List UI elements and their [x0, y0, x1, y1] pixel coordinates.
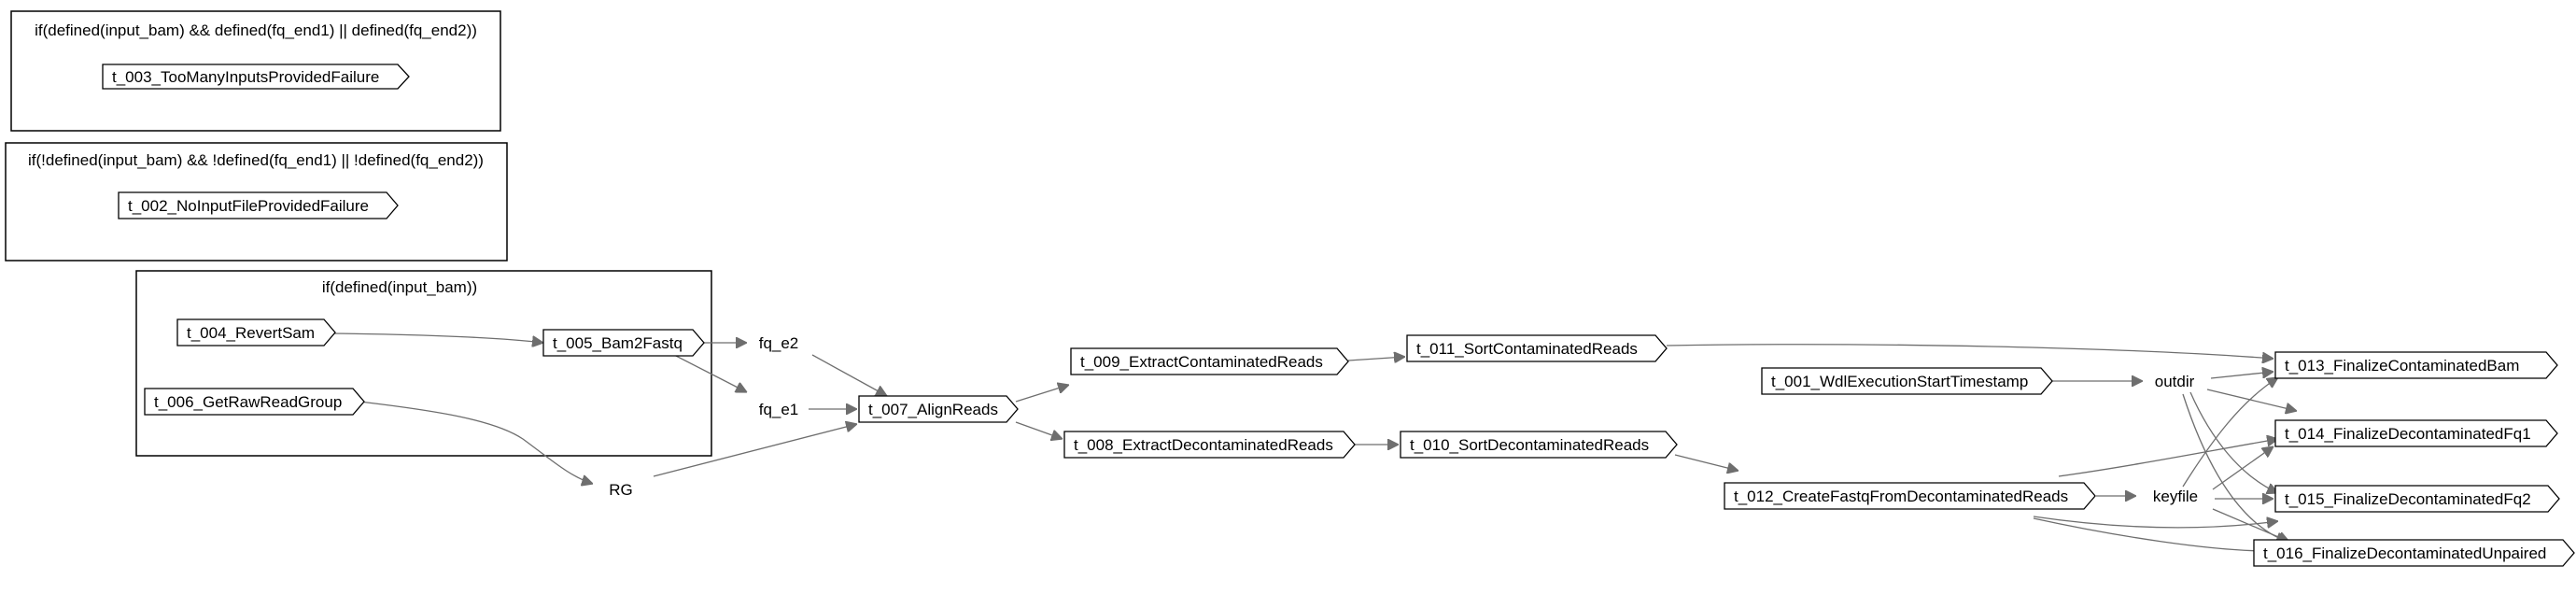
- task-node-t015: t_015_FinalizeDecontaminatedFq2: [2274, 485, 2560, 513]
- edge-extractcontaminated-sortcontaminated: [1347, 357, 1405, 361]
- task-node-t001: t_001_WdlExecutionStartTimestamp: [1761, 367, 2053, 395]
- task-node-t004: t_004_RevertSam: [176, 318, 336, 346]
- edge-alignreads-extractdecontaminated: [1015, 421, 1063, 439]
- task-node-t002-label: t_002_NoInputFileProvidedFailure: [128, 197, 369, 215]
- variable-fq-e2: fq_e2: [759, 334, 799, 352]
- cluster-too-many-inputs-label: if(defined(input_bam) && defined(fq_end1…: [35, 21, 477, 39]
- edge-keyfile-finalizecontaminatedbam: [2182, 377, 2278, 488]
- cluster-too-many-inputs: if(defined(input_bam) && defined(fq_end1…: [10, 10, 501, 132]
- variable-rg: RG: [609, 481, 633, 499]
- edge-fq-e2-alignreads: [811, 354, 887, 396]
- task-node-t012-label: t_012_CreateFastqFromDecontaminatedReads: [1734, 488, 2068, 505]
- edge-keyfile-finalizeunpaired: [2212, 508, 2289, 542]
- cluster-input-bam: if(defined(input_bam)): [135, 270, 712, 457]
- task-node-t006-label: t_006_GetRawReadGroup: [154, 393, 342, 411]
- task-node-t007-label: t_007_AlignReads: [868, 401, 998, 418]
- task-node-t013-label: t_013_FinalizeContaminatedBam: [2285, 357, 2519, 375]
- edge-outdir-finalizecontaminatedbam: [2210, 372, 2273, 379]
- edge-sortdecontaminated-createfastq: [1674, 454, 1738, 471]
- task-node-t004-label: t_004_RevertSam: [187, 324, 315, 342]
- edge-createfastq-finalizefq2: [2033, 516, 2278, 528]
- task-node-t008-label: t_008_ExtractDecontaminatedReads: [1074, 436, 1333, 454]
- edge-outdir-finalizefq2: [2189, 391, 2278, 493]
- task-node-t007: t_007_AlignReads: [858, 395, 1019, 423]
- edge-outdir-finalizefq1: [2206, 389, 2297, 411]
- task-node-t009: t_009_ExtractContaminatedReads: [1070, 347, 1349, 375]
- edge-rg-alignreads: [653, 424, 857, 477]
- task-node-t016: t_016_FinalizeDecontaminatedUnpaired: [2253, 539, 2575, 567]
- task-node-t002: t_002_NoInputFileProvidedFailure: [118, 191, 399, 219]
- task-node-t011: t_011_SortContaminatedReads: [1406, 334, 1668, 362]
- task-node-t010: t_010_SortDecontaminatedReads: [1400, 431, 1678, 459]
- variable-outdir: outdir: [2155, 373, 2195, 390]
- task-node-t006: t_006_GetRawReadGroup: [144, 388, 365, 416]
- task-node-t014-label: t_014_FinalizeDecontaminatedFq1: [2285, 425, 2531, 443]
- task-node-t012: t_012_CreateFastqFromDecontaminatedReads: [1724, 482, 2096, 510]
- task-node-t001-label: t_001_WdlExecutionStartTimestamp: [1771, 373, 2028, 390]
- task-node-t015-label: t_015_FinalizeDecontaminatedFq2: [2285, 490, 2531, 508]
- task-node-t003: t_003_TooManyInputsProvidedFailure: [102, 64, 410, 90]
- edge-keyfile-finalizefq1: [2212, 446, 2273, 490]
- task-node-t008: t_008_ExtractDecontaminatedReads: [1063, 431, 1356, 459]
- task-node-t011-label: t_011_SortContaminatedReads: [1416, 340, 1638, 358]
- edges: [328, 332, 2297, 551]
- task-node-t005: t_005_Bam2Fastq: [542, 329, 705, 357]
- cluster-input-bam-label: if(defined(input_bam)): [322, 278, 477, 296]
- cluster-no-input-file-label: if(!defined(input_bam) && !defined(fq_en…: [28, 151, 484, 169]
- variable-fq-e1: fq_e1: [759, 401, 799, 418]
- cluster-no-input-file: if(!defined(input_bam) && !defined(fq_en…: [5, 142, 508, 262]
- edge-createfastq-finalizefq1: [2058, 439, 2278, 477]
- task-node-t013: t_013_FinalizeContaminatedBam: [2274, 351, 2558, 379]
- task-node-t016-label: t_016_FinalizeDecontaminatedUnpaired: [2263, 544, 2546, 562]
- task-node-t005-label: t_005_Bam2Fastq: [553, 334, 683, 352]
- edge-bam2fastq-fq-e1: [671, 353, 747, 392]
- task-node-t014: t_014_FinalizeDecontaminatedFq1: [2274, 419, 2558, 447]
- edge-alignreads-extractcontaminated: [1015, 385, 1069, 403]
- task-node-t009-label: t_009_ExtractContaminatedReads: [1080, 353, 1323, 371]
- edge-createfastq-finalizeunpaired: [2033, 517, 2269, 551]
- edge-sortcontaminated-finalizecontaminatedbam: [1666, 344, 2273, 359]
- edge-outdir-finalizeunpaired: [2182, 393, 2287, 542]
- task-node-t010-label: t_010_SortDecontaminatedReads: [1410, 436, 1649, 454]
- edge-revertsam-bam2fastq: [328, 332, 543, 343]
- edge-getrawreadgroup-rg: [359, 401, 593, 484]
- variable-keyfile: keyfile: [2153, 488, 2198, 505]
- task-node-t003-label: t_003_TooManyInputsProvidedFailure: [112, 68, 379, 86]
